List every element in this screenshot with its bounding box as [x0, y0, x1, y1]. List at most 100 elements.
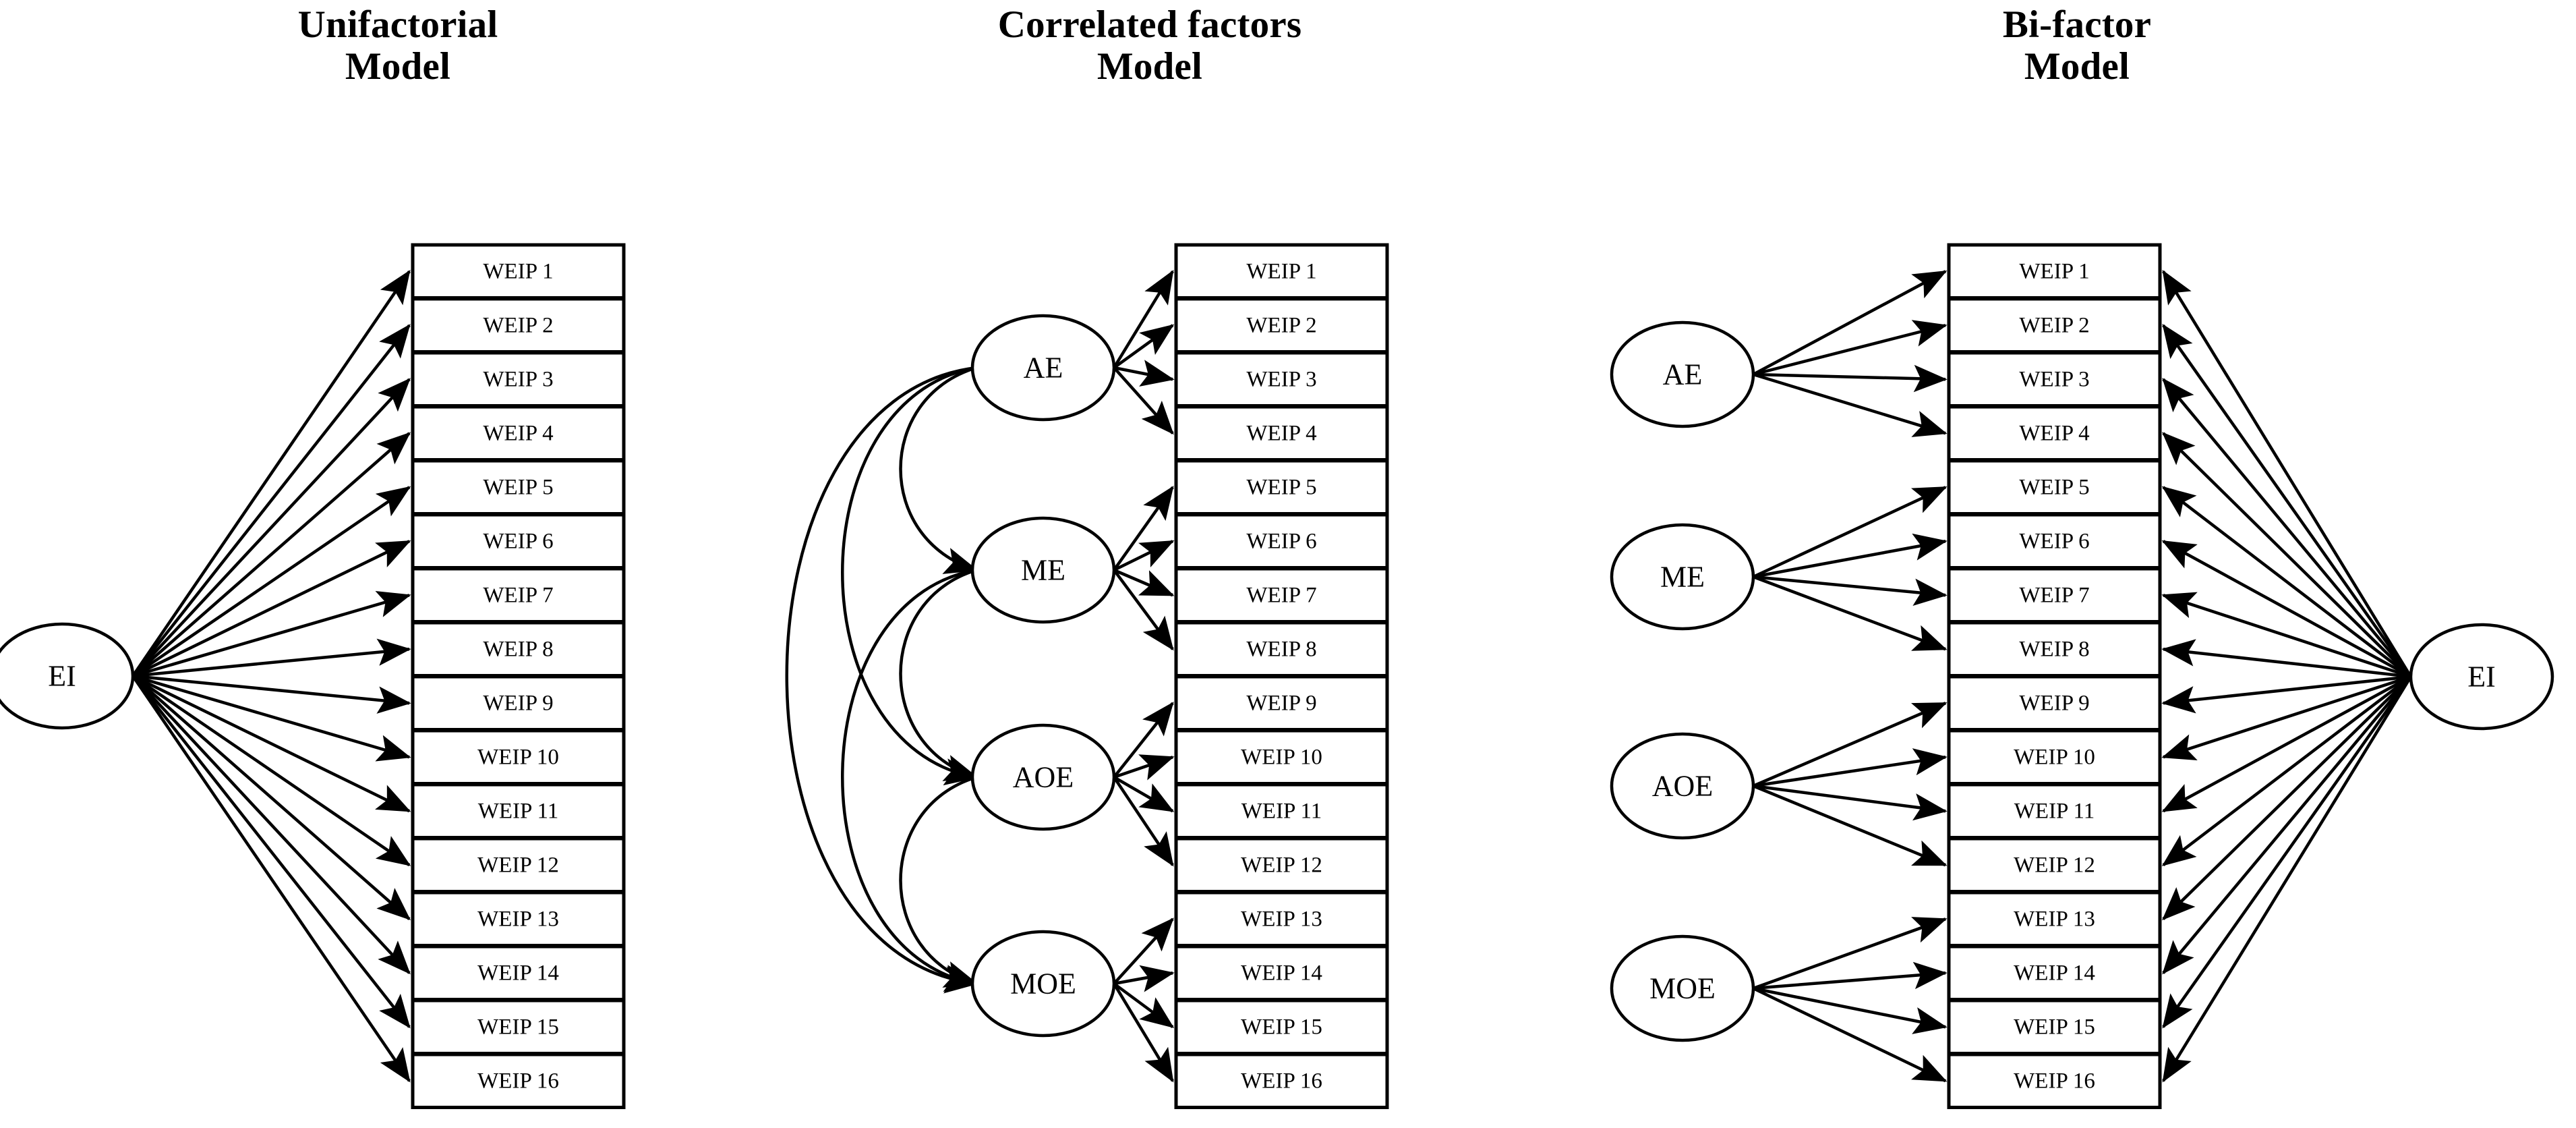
- factor-ellipse-AE[interactable]: [970, 314, 1116, 422]
- indicator-box[interactable]: WEIP 9: [1947, 675, 2162, 731]
- indicator-box[interactable]: WEIP 4: [1174, 405, 1389, 461]
- indicator-box-rect[interactable]: [411, 837, 626, 893]
- indicator-box-rect[interactable]: [1947, 513, 2162, 569]
- indicator-box-rect[interactable]: [1174, 675, 1389, 731]
- indicator-box[interactable]: WEIP 16: [1174, 1052, 1389, 1109]
- indicator-box[interactable]: WEIP 12: [1174, 837, 1389, 893]
- indicator-box-rect[interactable]: [1174, 297, 1389, 354]
- indicator-box[interactable]: WEIP 14: [411, 944, 626, 1001]
- indicator-box-rect[interactable]: [1947, 621, 2162, 677]
- factor-ellipse-AE[interactable]: [1610, 320, 1755, 428]
- indicator-box[interactable]: WEIP 14: [1174, 944, 1389, 1001]
- indicator-box-rect[interactable]: [1947, 783, 2162, 839]
- latent-factor-AE[interactable]: AE: [970, 314, 1116, 422]
- indicator-box[interactable]: WEIP 1: [1174, 243, 1389, 300]
- indicator-box-rect[interactable]: [411, 944, 626, 1001]
- indicator-box-rect[interactable]: [411, 621, 626, 677]
- factor-ellipse-EI[interactable]: [2409, 623, 2554, 731]
- indicator-box[interactable]: WEIP 4: [411, 405, 626, 461]
- indicator-box-rect[interactable]: [1174, 351, 1389, 407]
- indicator-box[interactable]: WEIP 8: [1947, 621, 2162, 677]
- factor-ellipse-MOE[interactable]: [1610, 934, 1755, 1042]
- indicator-box[interactable]: WEIP 4: [1947, 405, 2162, 461]
- indicator-box-rect[interactable]: [1947, 567, 2162, 623]
- latent-factor-AOE[interactable]: AOE: [1610, 732, 1755, 840]
- indicator-box-rect[interactable]: [1947, 243, 2162, 300]
- indicator-box[interactable]: WEIP 15: [411, 998, 626, 1055]
- indicator-box[interactable]: WEIP 5: [1947, 459, 2162, 515]
- factor-ellipse-EI[interactable]: [0, 622, 135, 730]
- indicator-box-rect[interactable]: [411, 1052, 626, 1109]
- factor-ellipse-AOE[interactable]: [970, 723, 1116, 831]
- indicator-box-rect[interactable]: [411, 891, 626, 947]
- indicator-box[interactable]: WEIP 15: [1174, 998, 1389, 1055]
- indicator-box[interactable]: WEIP 2: [1174, 297, 1389, 354]
- indicator-box[interactable]: WEIP 6: [1174, 513, 1389, 569]
- indicator-box-rect[interactable]: [1947, 944, 2162, 1001]
- indicator-box[interactable]: WEIP 3: [411, 351, 626, 407]
- indicator-box-rect[interactable]: [411, 459, 626, 515]
- indicator-box-rect[interactable]: [411, 405, 626, 461]
- indicator-box[interactable]: WEIP 2: [411, 297, 626, 354]
- indicator-box[interactable]: WEIP 7: [1947, 567, 2162, 623]
- indicator-box-rect[interactable]: [1174, 1052, 1389, 1109]
- indicator-box-rect[interactable]: [1174, 998, 1389, 1055]
- indicator-box[interactable]: WEIP 8: [411, 621, 626, 677]
- indicator-box[interactable]: WEIP 6: [411, 513, 626, 569]
- latent-factor-MOE[interactable]: MOE: [1610, 934, 1755, 1042]
- factor-ellipse-ME[interactable]: [1610, 523, 1755, 631]
- indicator-box[interactable]: WEIP 12: [411, 837, 626, 893]
- latent-factor-AE[interactable]: AE: [1610, 320, 1755, 428]
- indicator-box[interactable]: WEIP 15: [1947, 998, 2162, 1055]
- indicator-box[interactable]: WEIP 5: [411, 459, 626, 515]
- indicator-box[interactable]: WEIP 1: [1947, 243, 2162, 300]
- indicator-box[interactable]: WEIP 3: [1947, 351, 2162, 407]
- indicator-box-rect[interactable]: [1174, 729, 1389, 785]
- indicator-box[interactable]: WEIP 10: [1174, 729, 1389, 785]
- latent-factor-ME[interactable]: ME: [1610, 523, 1755, 631]
- latent-factor-ME[interactable]: ME: [970, 516, 1116, 624]
- indicator-box[interactable]: WEIP 12: [1947, 837, 2162, 893]
- indicator-box[interactable]: WEIP 8: [1174, 621, 1389, 677]
- indicator-box-rect[interactable]: [1174, 891, 1389, 947]
- indicator-box[interactable]: WEIP 1: [411, 243, 626, 300]
- indicator-box-rect[interactable]: [1174, 944, 1389, 1001]
- indicator-box[interactable]: WEIP 7: [411, 567, 626, 623]
- indicator-box[interactable]: WEIP 9: [411, 675, 626, 731]
- indicator-box[interactable]: WEIP 13: [1947, 891, 2162, 947]
- indicator-box[interactable]: WEIP 7: [1174, 567, 1389, 623]
- factor-ellipse-MOE[interactable]: [970, 930, 1116, 1038]
- indicator-box[interactable]: WEIP 11: [1174, 783, 1389, 839]
- indicator-box[interactable]: WEIP 16: [411, 1052, 626, 1109]
- indicator-box-rect[interactable]: [411, 783, 626, 839]
- indicator-box-rect[interactable]: [1174, 621, 1389, 677]
- indicator-box[interactable]: WEIP 5: [1174, 459, 1389, 515]
- indicator-box-rect[interactable]: [1947, 405, 2162, 461]
- indicator-box[interactable]: WEIP 16: [1947, 1052, 2162, 1109]
- indicator-box[interactable]: WEIP 13: [1174, 891, 1389, 947]
- indicator-box[interactable]: WEIP 10: [411, 729, 626, 785]
- indicator-box-rect[interactable]: [411, 998, 626, 1055]
- factor-ellipse-ME[interactable]: [970, 516, 1116, 624]
- indicator-box-rect[interactable]: [411, 351, 626, 407]
- latent-factor-MOE[interactable]: MOE: [970, 930, 1116, 1038]
- indicator-box-rect[interactable]: [411, 513, 626, 569]
- indicator-box-rect[interactable]: [1947, 729, 2162, 785]
- indicator-box[interactable]: WEIP 13: [411, 891, 626, 947]
- indicator-box-rect[interactable]: [1174, 783, 1389, 839]
- indicator-box[interactable]: WEIP 6: [1947, 513, 2162, 569]
- indicator-box-rect[interactable]: [1947, 998, 2162, 1055]
- indicator-box-rect[interactable]: [1947, 891, 2162, 947]
- indicator-box[interactable]: WEIP 14: [1947, 944, 2162, 1001]
- indicator-box-rect[interactable]: [411, 729, 626, 785]
- indicator-box[interactable]: WEIP 11: [411, 783, 626, 839]
- indicator-box[interactable]: WEIP 10: [1947, 729, 2162, 785]
- indicator-box[interactable]: WEIP 2: [1947, 297, 2162, 354]
- factor-ellipse-AOE[interactable]: [1610, 732, 1755, 840]
- indicator-box-rect[interactable]: [1174, 243, 1389, 300]
- indicator-box[interactable]: WEIP 3: [1174, 351, 1389, 407]
- indicator-box-rect[interactable]: [1947, 1052, 2162, 1109]
- indicator-box-rect[interactable]: [1174, 405, 1389, 461]
- indicator-box[interactable]: WEIP 9: [1174, 675, 1389, 731]
- indicator-box-rect[interactable]: [1947, 837, 2162, 893]
